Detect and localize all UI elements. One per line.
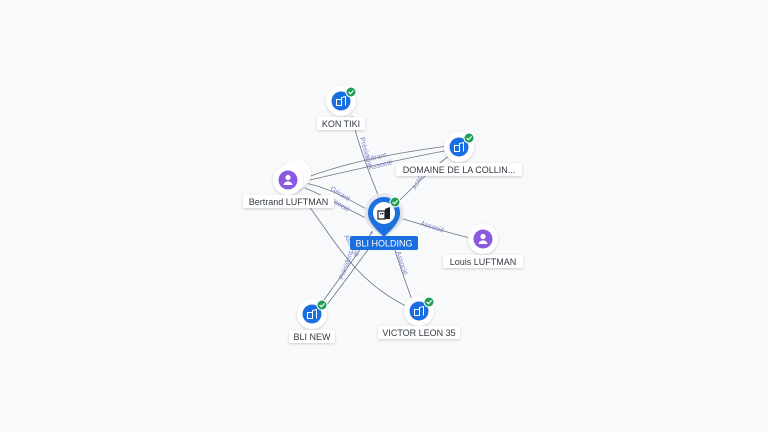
- edge-bertrand-domaine[interactable]: [304, 144, 450, 179]
- edge-louis-center[interactable]: [398, 216, 471, 239]
- node-domaine[interactable]: DOMAINE DE LA COLLIN...: [396, 132, 522, 176]
- check-badge-icon: [316, 299, 328, 311]
- node-label: KON TIKI: [322, 119, 360, 129]
- node-louis[interactable]: Louis LUFTMAN: [443, 224, 523, 268]
- checkmark-icon: [426, 299, 433, 305]
- checkmark-icon: [466, 135, 473, 141]
- node-bertrand[interactable]: Bertrand LUFTMAN: [243, 159, 334, 208]
- node-bli-new[interactable]: BLI NEW: [289, 299, 335, 343]
- checkmark-icon: [348, 89, 355, 95]
- node-label-bg: [289, 330, 335, 343]
- building-icon: [307, 308, 317, 319]
- building-icon: [454, 141, 464, 152]
- check-badge-icon: [389, 196, 401, 208]
- node-label-bg: [243, 195, 334, 208]
- checkmark-icon: [319, 302, 326, 308]
- node-label-bg: [443, 255, 523, 268]
- edge-label-victor: Associé: [394, 250, 408, 276]
- center-node[interactable]: BLI HOLDING: [350, 193, 418, 250]
- check-badge-icon: [463, 132, 475, 144]
- node-label-bg: [378, 326, 460, 339]
- check-badge-icon: [423, 296, 435, 308]
- edge-bertrand-center[interactable]: [304, 182, 370, 211]
- node-label: VICTOR LEON 35: [382, 328, 455, 338]
- edge-bertrand-center-2[interactable]: [304, 187, 367, 219]
- person-icon: [283, 174, 293, 185]
- check-badge-icon: [345, 86, 357, 98]
- node-label: Bertrand LUFTMAN: [249, 197, 329, 207]
- node-label-bg: [396, 163, 522, 176]
- node-label: BLI NEW: [293, 332, 331, 342]
- node-kon-tiki[interactable]: KON TIKI: [317, 86, 365, 130]
- edge-label-bertrand-domaine: Gérant: [365, 152, 388, 164]
- center-label: BLI HOLDING: [355, 239, 412, 249]
- building-icon: [377, 207, 390, 220]
- checkmark-icon: [392, 199, 399, 205]
- node-victor[interactable]: VICTOR LEON 35: [378, 296, 460, 339]
- building-icon: [414, 305, 424, 316]
- node-label: Louis LUFTMAN: [450, 257, 517, 267]
- node-label-bg: [317, 117, 365, 130]
- building-icon: [336, 95, 346, 106]
- edge-label-louis: Associé: [419, 220, 445, 234]
- edge-bertrand-domaine-2[interactable]: [304, 149, 451, 182]
- person-icon: [478, 233, 488, 244]
- center-label-bg: [350, 236, 418, 250]
- node-label: DOMAINE DE LA COLLIN...: [403, 165, 516, 175]
